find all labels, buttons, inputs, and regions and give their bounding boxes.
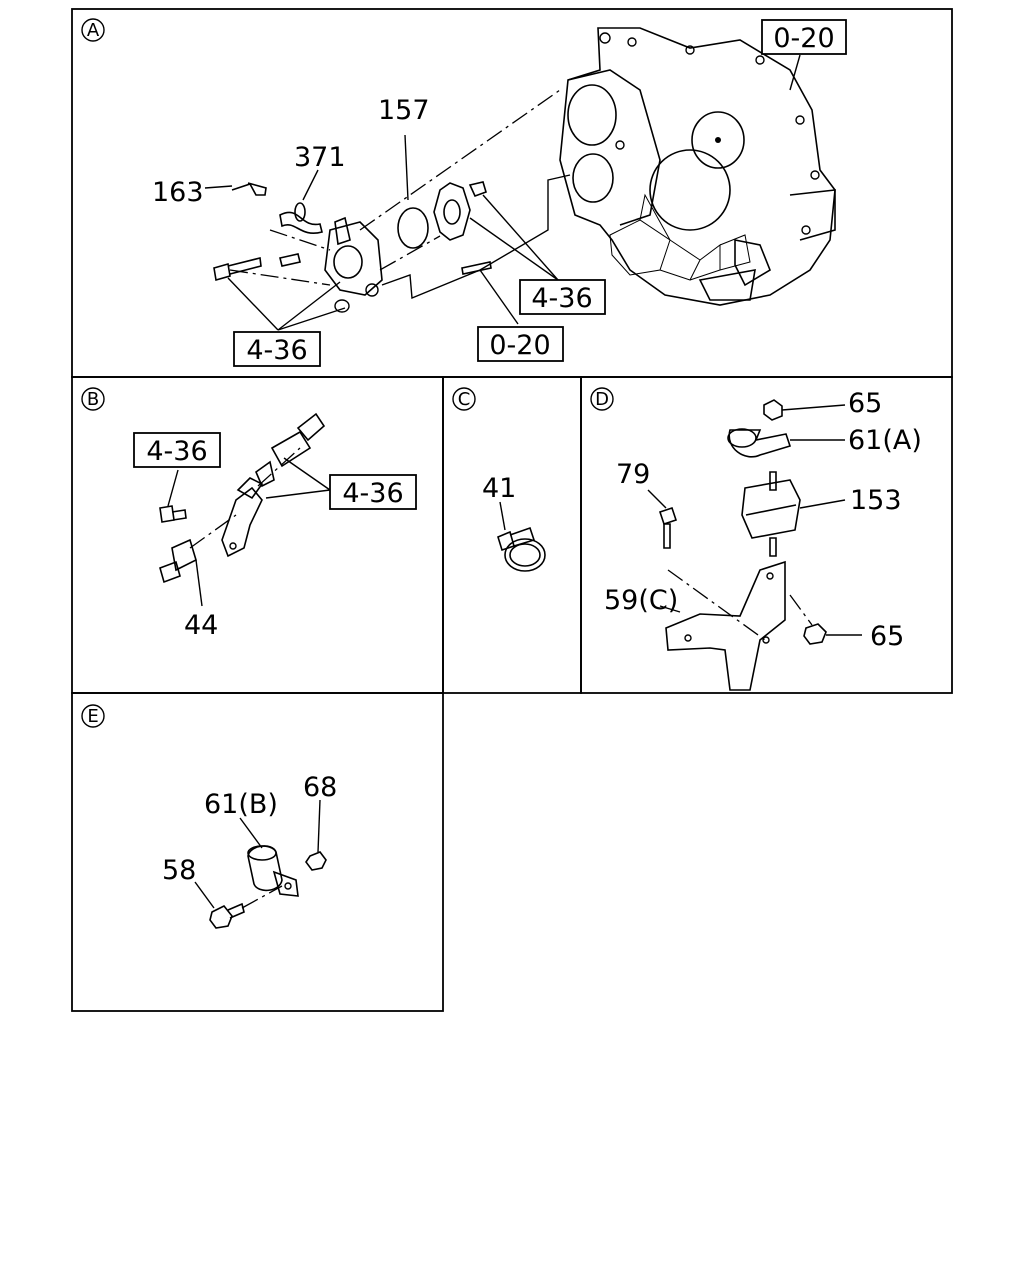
section-c-labels: 41 xyxy=(482,473,516,504)
svg-text:B: B xyxy=(87,389,99,410)
svg-text:A: A xyxy=(87,20,100,41)
label-68: 68 xyxy=(303,772,337,803)
ref-box-4-36-right: 4-36 xyxy=(531,283,592,314)
flywheel-housing xyxy=(559,27,836,306)
label-59c: 59(C) xyxy=(604,585,678,616)
label-163: 163 xyxy=(152,177,204,208)
section-b-parts xyxy=(159,412,331,607)
section-a-guidelines xyxy=(204,54,801,331)
section-marker-b: B xyxy=(81,387,105,411)
pump-assembly xyxy=(213,181,492,313)
section-marker-a: A xyxy=(81,18,105,42)
section-a-labels: 157 371 163 0-20 4-36 4-36 0-20 xyxy=(152,19,847,367)
section-d-labels: 65 61(A) 79 153 59(C) 65 xyxy=(604,388,922,652)
label-157: 157 xyxy=(378,95,430,126)
label-79: 79 xyxy=(616,459,650,490)
label-371: 371 xyxy=(294,142,346,173)
section-e-labels: 61(B) 68 58 xyxy=(162,772,337,886)
ref-box-4-36-right-b: 4-36 xyxy=(342,478,403,509)
label-153: 153 xyxy=(850,485,902,516)
ref-box-0-20-top: 0-20 xyxy=(773,23,834,54)
section-marker-d: D xyxy=(590,387,614,411)
ref-box-0-20-bottom: 0-20 xyxy=(489,330,550,361)
section-marker-c: C xyxy=(452,387,476,411)
label-44: 44 xyxy=(184,610,218,641)
svg-text:D: D xyxy=(595,389,609,410)
section-marker-e: E xyxy=(81,704,105,728)
section-c-parts xyxy=(497,501,546,572)
label-65-top: 65 xyxy=(848,388,882,419)
ref-box-4-36-bottom: 4-36 xyxy=(246,335,307,366)
svg-text:E: E xyxy=(87,706,98,727)
label-41: 41 xyxy=(482,473,516,504)
section-d-parts xyxy=(647,399,862,691)
label-65-bottom: 65 xyxy=(870,621,904,652)
panel-frames xyxy=(71,8,953,1012)
ref-box-4-36-left: 4-36 xyxy=(146,436,207,467)
label-61a: 61(A) xyxy=(848,425,922,456)
label-58: 58 xyxy=(162,855,196,886)
section-b-labels: 4-36 4-36 44 xyxy=(133,432,417,641)
svg-text:C: C xyxy=(458,389,471,410)
section-e-parts xyxy=(194,799,327,929)
label-61b: 61(B) xyxy=(204,789,278,820)
